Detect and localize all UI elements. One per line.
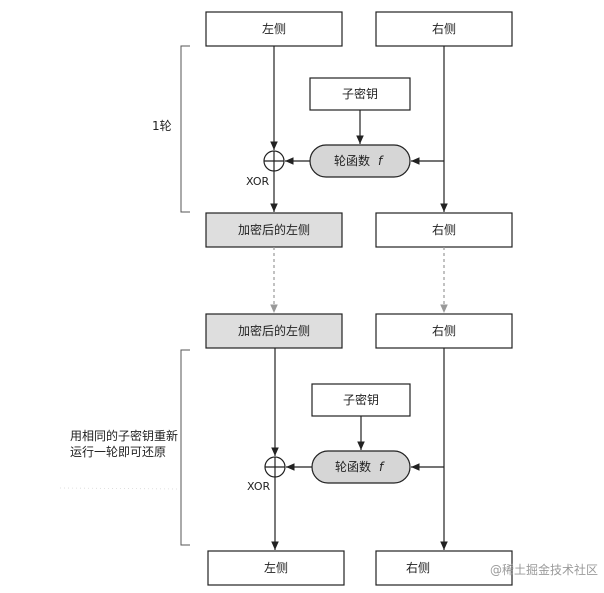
encrypted-left-label-2: 加密后的左侧 — [238, 323, 310, 338]
xor-label-2: XOR — [247, 480, 270, 493]
encrypted-left-box-2 — [205, 313, 343, 349]
round-function-symbol-1: f — [378, 154, 384, 168]
right-output-label-1: 右侧 — [432, 222, 456, 237]
round-function-label-2: 轮函数 — [335, 459, 371, 474]
xor-label-1: XOR — [246, 175, 269, 188]
subkey-label-1: 子密钥 — [342, 86, 378, 101]
faint-scan-line — [59, 487, 181, 490]
left-input-label: 左侧 — [262, 21, 286, 36]
round-function-label-1: 轮函数 — [334, 153, 370, 168]
right-output-box-1 — [375, 212, 513, 248]
round2-side-label-line2: 运行一轮即可还原 — [70, 445, 166, 459]
left-input-box — [205, 11, 343, 47]
right-output-label-2: 右侧 — [406, 560, 430, 575]
round1-side-label: 1轮 — [152, 119, 172, 133]
subkey-label-2: 子密钥 — [343, 392, 379, 407]
xor-icon-2 — [264, 456, 286, 478]
encrypted-left-box-1 — [205, 212, 343, 248]
subkey-box-2 — [311, 383, 411, 417]
left-output-box-2 — [207, 550, 345, 586]
watermark: @稀土掘金技术社区 — [490, 562, 598, 577]
xor-icon-1 — [263, 150, 285, 172]
round-function-symbol-2: f — [379, 460, 385, 474]
right-input-label-2: 右侧 — [432, 323, 456, 338]
right-input-box — [375, 11, 513, 47]
right-output-box-2 — [375, 550, 513, 586]
round2-bracket — [180, 349, 190, 546]
round1-bracket — [180, 45, 190, 213]
encrypted-left-label-1: 加密后的左侧 — [238, 222, 310, 237]
round2-side-label-line1: 用相同的子密钥重新 — [70, 428, 178, 443]
right-input-label: 右侧 — [432, 21, 456, 36]
left-output-label-2: 左侧 — [264, 560, 288, 575]
